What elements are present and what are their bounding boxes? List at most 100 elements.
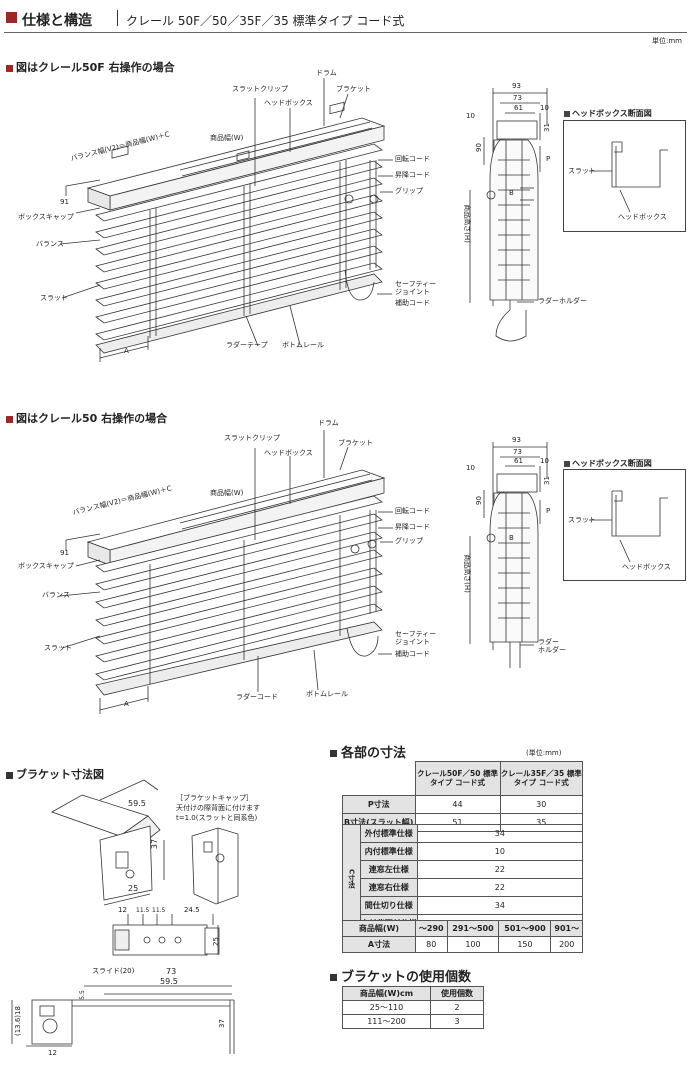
c-row-value: 22 xyxy=(416,878,584,897)
a-dimension-table: 商品幅(W) 〜290 291〜500 501〜900 901〜 A寸法 80 … xyxy=(342,920,583,953)
headbox-section-box-2 xyxy=(563,469,686,581)
blind-illustration-1 xyxy=(59,78,393,362)
label-bottom-rail: ボトムレール xyxy=(282,341,324,349)
label-dim-91: 91 xyxy=(60,198,69,206)
label-valance: バランス xyxy=(36,240,64,248)
bracket-dim-18: 18 xyxy=(13,1006,22,1015)
label-ladder-2: ラダーコード xyxy=(236,693,278,701)
label-ladder: ラダーテープ xyxy=(226,341,268,349)
row-p-label: P寸法 xyxy=(342,795,416,814)
a-value: 80 xyxy=(415,936,448,953)
section2-dim-73: 73 xyxy=(513,448,522,456)
c-row-value: 10 xyxy=(416,842,584,861)
bracket-dim-73: 73 xyxy=(166,967,177,976)
marker xyxy=(564,110,570,117)
bracket-dim-11-5a: 11.5 xyxy=(136,907,150,914)
section2-dim-90: 90 xyxy=(474,496,483,505)
bracket-dim-59-5b: 59.5 xyxy=(160,977,178,986)
col-header-50: クレール50F／50 標準タイプ コード式 xyxy=(414,761,501,796)
label-box-cap-2: ボックスキャップ xyxy=(18,562,74,570)
label-aux-cord-2: 補助コード xyxy=(395,650,430,658)
unit-note: 単位:mm xyxy=(652,37,682,45)
c-dimension-label: C寸法 xyxy=(342,824,361,933)
bracket-count-title-text: ブラケットの使用個数 xyxy=(341,970,472,985)
bracket-dim-59-5: 59.5 xyxy=(128,799,146,808)
section-marker xyxy=(330,750,337,757)
table-corner xyxy=(342,761,416,796)
section-ladder-holder: ラダーホルダー xyxy=(538,297,587,305)
section2-dim-b: B xyxy=(509,534,514,542)
label-head-box-2: ヘッドボックス xyxy=(264,449,313,457)
bracket-cap-note2: t=1.0(スラットと同系色) xyxy=(176,814,258,822)
section2-dim-31: 31 xyxy=(542,476,551,485)
label-bracket-2: ブラケット xyxy=(338,439,373,447)
c-row-label: 外付標準仕様 xyxy=(359,824,418,843)
label-rotation-cord-2: 回転コード xyxy=(395,507,430,515)
label-drum: ドラム xyxy=(316,69,337,77)
c-row-label: 連窓右仕様 xyxy=(359,878,418,897)
section-dim-93: 93 xyxy=(512,82,521,90)
diagram1-title-text: 図はクレール50F 右操作の場合 xyxy=(16,61,175,74)
label-grip: グリップ xyxy=(395,187,423,195)
section2-dim-93: 93 xyxy=(512,436,521,444)
section-dim-p: P xyxy=(546,155,551,163)
row-p-value-35: 30 xyxy=(499,795,583,814)
label-dim-91-2: 91 xyxy=(60,549,69,557)
bracket-slide: スライド(20) xyxy=(92,967,135,975)
section-dim-90: 90 xyxy=(474,143,483,152)
bracket-cap-title: ［ブラケットキャップ］ xyxy=(176,794,253,802)
bracket-dim-37b: 37 xyxy=(217,1019,226,1028)
c-row-value: 34 xyxy=(416,824,584,843)
c-row-label: 連窓左仕様 xyxy=(359,860,418,879)
label-drum-2: ドラム xyxy=(318,419,339,427)
label-product-width: 商品幅(W) xyxy=(210,134,244,142)
section-marker xyxy=(330,974,337,981)
label-slat-2: スラット xyxy=(44,644,72,652)
label-aux-cord: 補助コード xyxy=(395,299,430,307)
label-slat: スラット xyxy=(40,294,68,302)
section2-dim-10r: 10 xyxy=(540,457,549,465)
label-slat-clip-2: スラットクリップ xyxy=(224,434,280,442)
label-safety-joint-2: セーフティー ジョイント xyxy=(395,630,437,647)
section2-dim-p: P xyxy=(546,507,551,515)
label-dim-a: A xyxy=(124,347,129,355)
section-height: 商品高さ(H) xyxy=(462,204,471,243)
c-row-value: 22 xyxy=(416,860,584,879)
label-product-width-2: 商品幅(W) xyxy=(210,489,244,497)
label-bracket: ブラケット xyxy=(336,85,371,93)
section-dim-10r: 10 xyxy=(540,104,549,112)
bracket-count-range: 25〜110 xyxy=(342,1000,431,1015)
section-dim-10l: 10 xyxy=(466,112,475,120)
page-header: 仕様と構造 クレール 50F／50／35F／35 標準タイプ コード式 xyxy=(4,6,687,33)
label-bottom-rail-2: ボトムレール xyxy=(306,690,348,698)
bracket-dim-11-5b: 11.5 xyxy=(152,907,166,914)
headbox-section-box-1 xyxy=(563,120,686,232)
bracket-count-value: 2 xyxy=(430,1000,484,1015)
diagram2-title: 図はクレール50 右操作の場合 xyxy=(6,410,167,426)
bracket-title: ブラケット寸法図 xyxy=(6,766,104,782)
bracket-dim-25b: 25 xyxy=(211,937,220,946)
c-row-label: 間仕切り仕様 xyxy=(359,896,418,915)
c-row-label: 内付標準仕様 xyxy=(359,842,418,861)
section-view-1 xyxy=(469,88,548,342)
label-valance-2: バランス xyxy=(42,591,70,599)
dimension-title-text: 各部の寸法 xyxy=(341,746,407,761)
label-dim-a-2: A xyxy=(124,700,129,708)
bracket-title-text: ブラケット寸法図 xyxy=(16,768,104,781)
bracket-dim-12b: 12 xyxy=(48,1049,57,1057)
a-value: 150 xyxy=(498,936,552,953)
headbox-title-2-text: ヘッドボックス断面図 xyxy=(572,459,652,468)
bracket-count-title: ブラケットの使用個数 xyxy=(330,966,471,985)
section-dim-61: 61 xyxy=(514,104,523,112)
section2-dim-10l: 10 xyxy=(466,464,475,472)
headbox-section-1 xyxy=(589,141,668,213)
section-dim-b: B xyxy=(509,189,514,197)
bracket-dim-5-5: 5.5 xyxy=(78,990,86,1000)
bracket-dim-13-6: (13.6) xyxy=(14,1014,23,1037)
headbox-title-1: ヘッドボックス断面図 xyxy=(564,108,652,119)
a-range: 291〜500 xyxy=(446,920,500,937)
page-subtitle: クレール 50F／50／35F／35 標準タイプ コード式 xyxy=(126,14,405,28)
bracket-count-head-width: 商品幅(W)cm xyxy=(342,986,431,1001)
section-marker xyxy=(6,415,13,423)
